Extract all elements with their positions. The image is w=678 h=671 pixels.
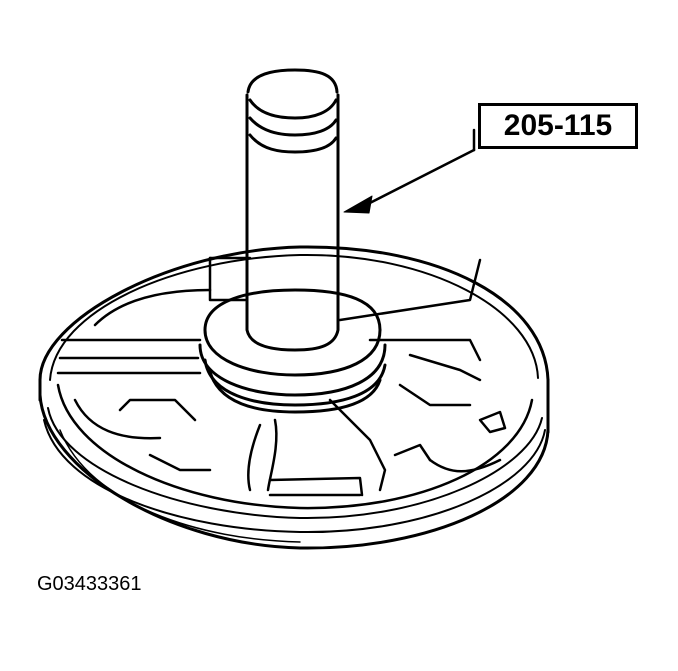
tool-shaft [245,68,340,352]
callout-label: 205-115 [478,103,638,149]
hub-collar [198,288,387,414]
callout-text: 205-115 [503,109,613,142]
figure-id: G03433361 [37,573,142,595]
base-disc [38,245,550,550]
callout-arrow [343,128,476,214]
pump-body-details [56,256,507,497]
